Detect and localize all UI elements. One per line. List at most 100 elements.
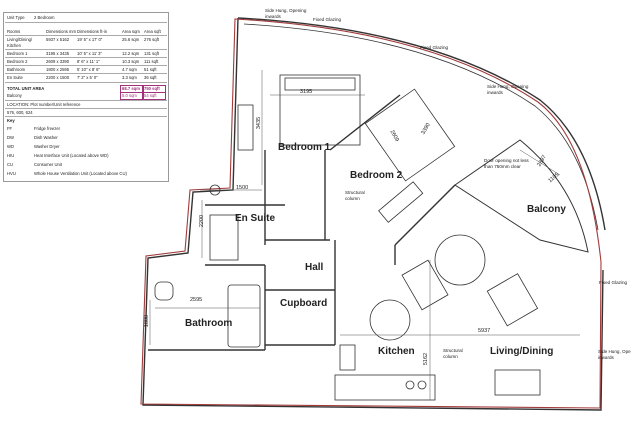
dim-ensuite-width: 1500 [236,185,249,191]
cell: Bathroom [7,67,26,72]
table-row: En Suite 2200 x 1500 7' 2" x 5' 0" 3.3 s… [4,75,168,81]
cell: Living/Dining/ [7,37,33,42]
schedule-header-row: Rooms Dimensions mm Dimensions ft-in Are… [4,29,168,35]
hob-ring [405,380,415,390]
balcony-label: Balcony [7,93,22,98]
bath-wc [154,281,174,301]
cell: 12.2 sqm [122,51,140,56]
curved-facade-wall [237,17,606,231]
cell: 8' 6" x 11' 1" [77,59,100,64]
sofa [486,273,539,327]
bed-1 [279,74,361,146]
header-area-sqft: Area sqft [144,29,161,34]
wardrobe-2 [378,181,424,223]
room-label-cupboard: Cupboard [280,298,328,309]
header-dim-ft: Dimensions ft-in [77,29,108,34]
hob-ring [417,380,427,390]
room-label-balcony: Balcony [527,204,566,215]
balcony-sqm: 5.0 sqm [122,93,137,98]
key-desc: Whole House Ventilation Unit (Located ab… [34,171,127,176]
cell: Bedroom 2 [7,59,28,64]
unit-type-value: 2 Bedroom [34,15,55,20]
unit-schedule-panel: Unit Type 2 Bedroom Rooms Dimensions mm … [3,12,169,182]
cell: 131 sqft [144,51,159,56]
cell: 19' 5" x 17' 0" [77,37,103,42]
total-row: TOTAL UNIT AREA 68.7 sqm 750 sqft [4,86,168,92]
cell: 276 sqft [144,37,159,42]
cell: 111 sqft [144,59,159,64]
table-row: Living/Dining/ 5937 x 5162 19' 5" x 17' … [4,37,168,43]
sofa [401,259,449,311]
cell: 25.6 sqm [122,37,140,42]
key-desc: Dish Washer [34,135,58,140]
dim-ensuite-depth: 2200 [199,214,206,228]
key-item: CU Consumer Unit [4,162,168,168]
cell: 7' 2" x 5' 0" [77,75,98,80]
cell: 4.7 sqm [122,67,137,72]
key-item: HVU Whole House Ventilation Unit (Locate… [4,171,168,177]
dim-bath-width: 2595 [190,297,203,303]
header-rooms: Rooms [7,29,21,34]
table-row: Kitchen [4,43,168,49]
room-label-bathroom: Bathroom [185,318,233,329]
interior-wall [329,94,401,151]
total-label: TOTAL UNIT AREA [7,86,45,91]
unit-type-label: Unit Type [7,15,25,20]
note-side-hung-right: Side Hung, Opening inwards [487,84,529,95]
note-fixed-glazing-2: Fixed Glazing [420,45,449,50]
dim-living-depth: 5162 [423,352,430,366]
wardrobe-1 [237,104,254,151]
dim-bath-depth: 1800 [144,314,151,328]
room-label-living-dining: Living/Dining [490,346,554,357]
cell: 5' 10" x 8' 6" [77,67,100,72]
balcony-row: Balcony 5.0 sqm 54 sqft [4,93,168,99]
key-item: HIU Heat Interface Unit (Located above W… [4,153,168,159]
key-code: HIU [7,153,15,158]
cell: 2200 x 1500 [46,75,70,80]
room-label-kitchen: Kitchen [378,346,415,357]
room-label-bedroom-2: Bedroom 2 [350,170,403,181]
key-item: WD Washer Dryer [4,144,168,150]
note-fixed-glazing-3: Fixed Glazing [599,280,628,285]
key-desc: Consumer Unit [34,162,62,167]
shower [209,214,239,261]
balcony-sqft: 54 sqft [144,93,157,98]
cell: Bedroom 1 [7,51,28,56]
unit-boundary [140,18,602,409]
bed-2 [364,88,456,182]
cell: 51 sqft [144,67,157,72]
cell: 1800 x 2595 [46,67,70,72]
interior-wall [394,184,456,246]
table-row: Bedroom 2 2609 x 3390 8' 6" x 11' 1" 10.… [4,59,168,65]
curved-facade-inner [243,23,599,231]
header-area-sqm: Area sqm [122,29,140,34]
key-code: HVU [7,171,16,176]
note-structural-column-1: Structural column [345,190,365,201]
cell: 10.3 sqm [122,59,140,64]
balcony-outline [454,139,589,253]
note-fixed-glazing-1: Fixed Glazing [313,17,342,22]
location-value: 576, 600, 624 [7,110,33,115]
dim-bed1-width: 3195 [300,89,313,95]
room-label-bedroom-1: Bedroom 1 [278,142,331,153]
rug [369,299,411,341]
note-side-hung-bottom: Side Hung, Ope inwards [598,349,631,360]
cell: 3195 x 3435 [46,51,70,56]
note-side-hung-top: Side Hung, Opening inwards [265,8,307,19]
key-item: DW Dish Washer [4,135,168,141]
key-desc: Washer Dryer [34,144,60,149]
key-code: CU [7,162,14,167]
dining-table [494,369,541,396]
key-item: FF Fridge freezer [4,126,168,132]
exterior-wall [142,17,604,411]
header-dim-mm: Dimensions mm [46,29,77,34]
cell: 36 sqft [144,75,157,80]
cell: Kitchen [7,43,21,48]
total-sqft: 750 sqft [144,86,160,91]
cell: 3.3 sqm [122,75,137,80]
location-label: LOCATION: Plot number/Unit reference [7,102,81,107]
note-structural-column-2: Structural column [443,348,463,359]
cell: 2609 x 3390 [46,59,70,64]
total-sqm: 68.7 sqm [122,86,140,91]
